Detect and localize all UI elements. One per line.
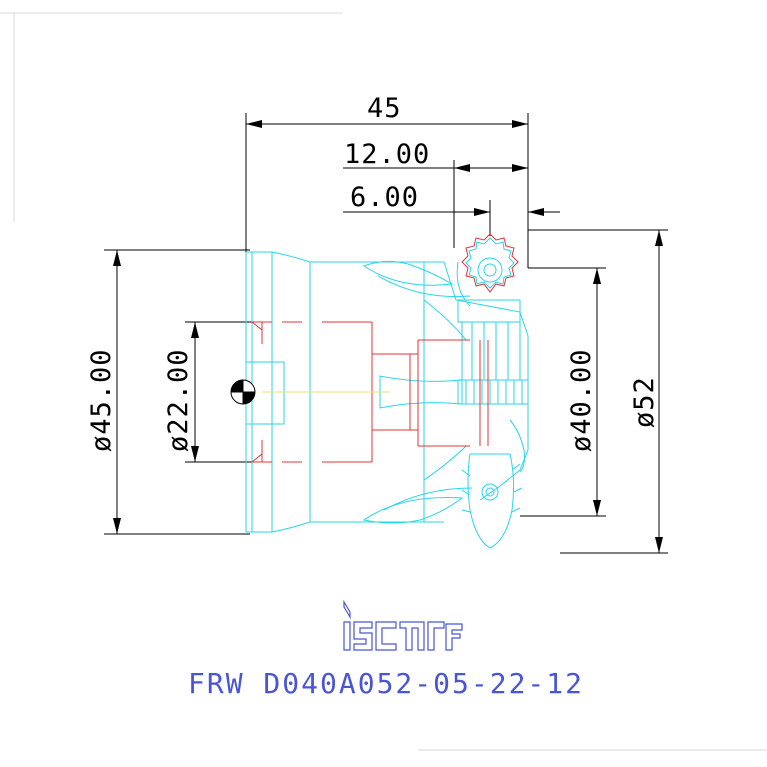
- tool-designation: FRW D040A052-05-22-12: [188, 667, 584, 700]
- dimension-overall-length: 45: [245, 93, 529, 268]
- dimension-bore-diameter: ø22.00: [163, 321, 262, 463]
- center-mark-symbol: [230, 379, 256, 405]
- dimension-body-diameter: ø45.00: [86, 249, 250, 535]
- body-diameter-label: ø45.00: [86, 348, 117, 452]
- top-insert-gear: [456, 233, 519, 307]
- insert-offset-label: 12.00: [344, 139, 430, 170]
- dimension-outer-diameter: ø52: [528, 229, 668, 554]
- outer-diameter-label: ø52: [629, 376, 660, 428]
- cutting-diameter-label: ø40.00: [566, 348, 597, 452]
- dimension-small-offset: 6.00: [343, 182, 560, 236]
- dimension-cutting-diameter: ø40.00: [520, 267, 606, 517]
- overall-length-label: 45: [367, 93, 402, 124]
- iscar-logo: [343, 599, 463, 651]
- small-offset-label: 6.00: [350, 182, 419, 213]
- bore-diameter-label: ø22.00: [163, 348, 194, 452]
- dimension-insert-offset: 12.00: [343, 139, 528, 248]
- cutter-body-outline: [245, 251, 529, 549]
